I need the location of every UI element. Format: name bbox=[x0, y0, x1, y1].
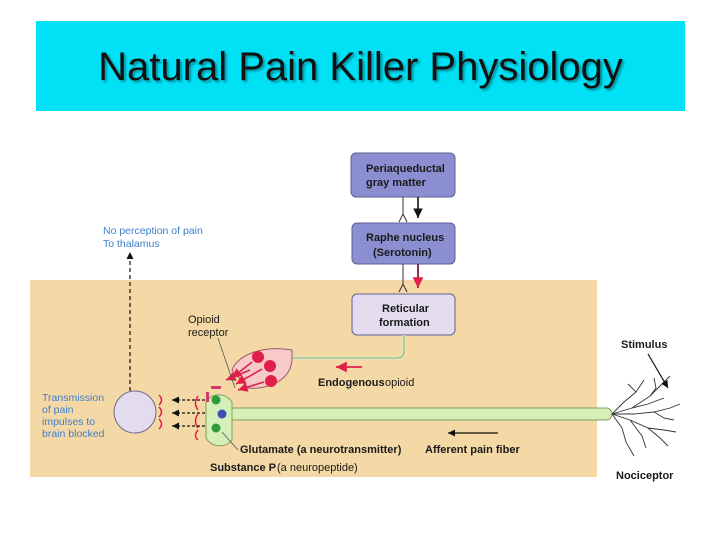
opioid-receptor-label-2: receptor bbox=[188, 327, 229, 339]
neuropeptide-label: (a neuropeptide) bbox=[277, 462, 358, 474]
neuropeptide-vesicle bbox=[217, 409, 227, 419]
glutamate-vesicle-1 bbox=[211, 395, 221, 405]
title-bar: Natural Pain Killer Physiology bbox=[36, 21, 685, 111]
postsynaptic-neuron bbox=[113, 390, 157, 434]
no-perception-label-2: To thalamus bbox=[103, 238, 160, 250]
opioid-arrow-4 bbox=[225, 369, 251, 381]
opioid-arrow-3 bbox=[237, 381, 265, 392]
transmission-label-1: Transmission bbox=[42, 392, 104, 404]
opioid-arrow-2 bbox=[235, 368, 263, 385]
raphe-synapse-icon bbox=[398, 282, 408, 293]
afferent-fiber bbox=[224, 407, 613, 421]
pag-box bbox=[350, 152, 456, 198]
transmission-label-3: impulses to bbox=[42, 416, 95, 428]
pag-label-2: gray matter bbox=[366, 177, 427, 189]
opioid-label: opioid bbox=[385, 377, 414, 389]
transmission-label-2: of pain bbox=[42, 404, 74, 416]
raphe-label-2: (Serotonin) bbox=[373, 247, 432, 259]
nociceptor-label: Nociceptor bbox=[616, 470, 674, 482]
opioid-receptor-pointer bbox=[217, 337, 236, 389]
glutamate-pointer bbox=[221, 431, 239, 451]
glutamate-label: Glutamate (a neurotransmitter) bbox=[240, 444, 402, 456]
endogenous-label: Endogenous bbox=[318, 377, 385, 389]
afferent-cleft bbox=[194, 395, 199, 441]
afferent-fiber-label: Afferent pain fiber bbox=[425, 444, 520, 456]
opioid-vesicle-2 bbox=[264, 360, 276, 372]
no-perception-label-1: No perception of pain bbox=[103, 225, 203, 237]
glutamate-vesicle-2 bbox=[211, 423, 221, 433]
pag-synapse-icon bbox=[398, 212, 408, 223]
raphe-label-1: Raphe nucleus bbox=[366, 232, 444, 244]
pag-label-1: Periaqueductal bbox=[366, 163, 445, 175]
transmission-label-4: brain blocked bbox=[42, 428, 105, 440]
synaptic-cleft bbox=[158, 394, 163, 430]
reticular-label-2: formation bbox=[379, 317, 430, 329]
nociceptor-endings bbox=[611, 375, 681, 457]
opioid-vesicle-3 bbox=[265, 375, 277, 387]
stimulus-arrow bbox=[647, 353, 669, 389]
afferent-terminal bbox=[205, 394, 233, 447]
spinal-cord-region bbox=[30, 280, 597, 477]
opioid-receptor-2 bbox=[206, 392, 209, 402]
reticular-label-1: Reticular bbox=[382, 303, 430, 315]
substance-p-label: Substance P bbox=[210, 462, 276, 474]
reticular-axon bbox=[290, 335, 406, 360]
reticular-axon-outline bbox=[290, 335, 405, 359]
opioid-vesicle-1 bbox=[252, 351, 264, 363]
slide-title: Natural Pain Killer Physiology bbox=[98, 45, 623, 89]
stimulus-label: Stimulus bbox=[621, 339, 667, 351]
opioid-receptor-1 bbox=[211, 386, 221, 389]
opioid-receptor-label-1: Opioid bbox=[188, 314, 220, 326]
